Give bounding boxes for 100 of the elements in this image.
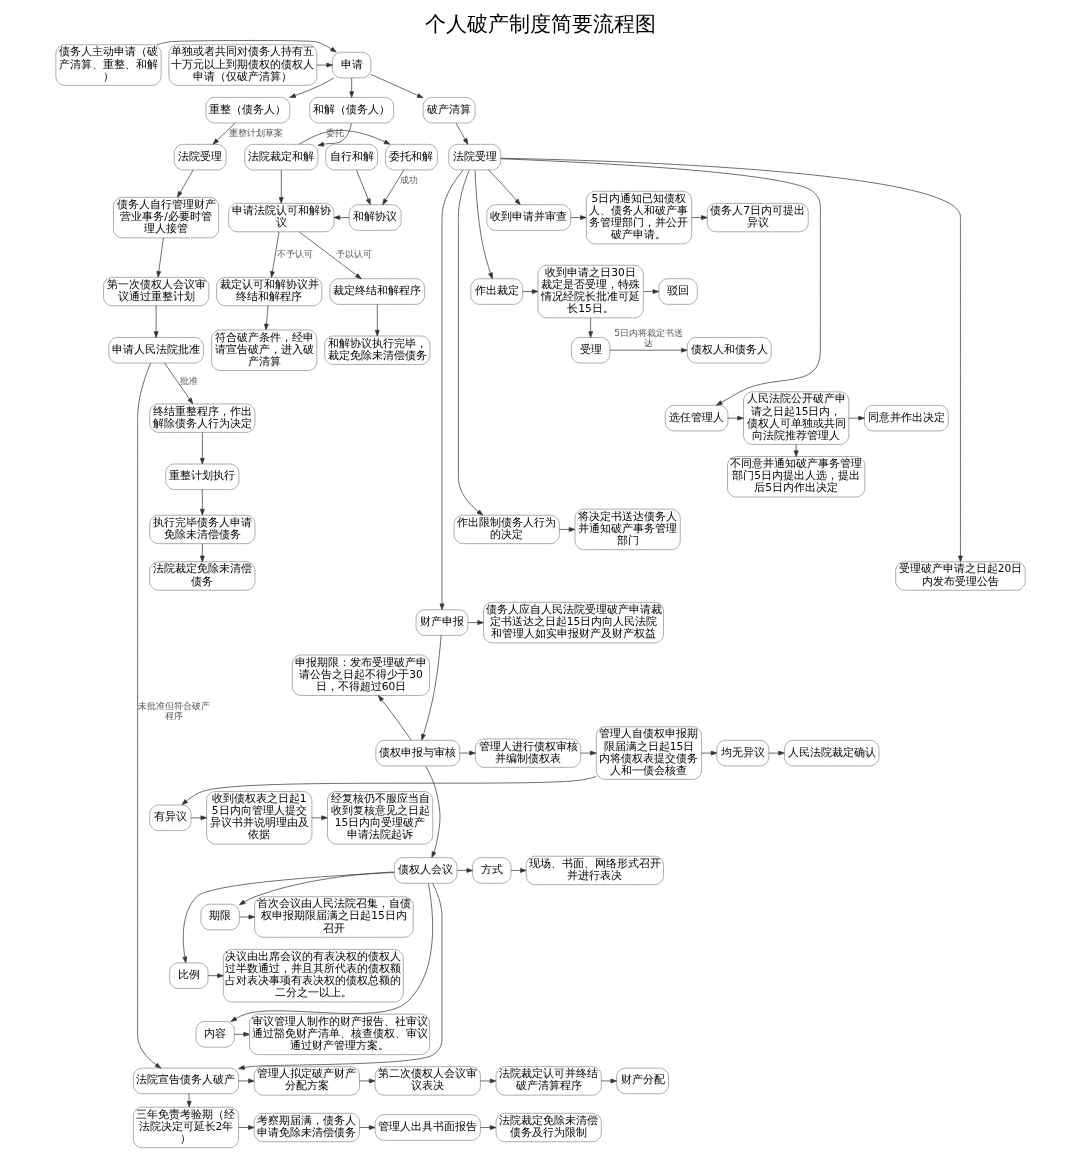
node-box: 债务人自行管理财产营业事务/必要时管理人接管 [112, 196, 219, 239]
node-box: 和解协议执行完毕，裁定免除未清偿债务 [323, 335, 430, 365]
arrow [186, 1093, 191, 1108]
arrow [374, 304, 380, 337]
arrow [690, 215, 707, 220]
node-box: 委托和解 [384, 143, 438, 171]
node-box: 第二次债权人会议审议表决 [374, 1066, 481, 1096]
arrow [355, 169, 371, 205]
arrow [609, 347, 687, 353]
node-box: 将决定书送达债务人并通知破产事务管理部门 [574, 508, 681, 551]
arrow [420, 635, 441, 741]
node-box: 首次会议由人民法院召集，自债权申报期限届满之日起15日内召开 [253, 896, 414, 938]
arrow [155, 237, 164, 278]
arrow [153, 305, 158, 338]
arrow [424, 765, 440, 858]
node-box: 终结重整程序，作出解除债务人行为决定 [148, 403, 255, 433]
node-box: 申请 [331, 51, 371, 79]
arrow [230, 882, 433, 1022]
arrow [458, 750, 476, 756]
node-box: 受理破产申请之日起20日内发布受理公告 [894, 561, 1025, 591]
node-box: 法院裁定和解 [243, 143, 318, 171]
edge-label: 不予认可 [276, 247, 313, 259]
node-box: 财产分配 [615, 1067, 669, 1095]
arrow [600, 1078, 617, 1084]
arrow [467, 620, 484, 625]
node-box: 自行和解 [324, 143, 378, 171]
node-box: 人民法院裁定确认 [783, 739, 879, 767]
node-box: 法院裁定认可并终结破产清算程序 [495, 1066, 602, 1096]
arrow [163, 362, 193, 405]
node-box: 决议由出席会议的有表决权的债权人过半数通过，并且其所代表的债权额占对表决事项有表决权的债权总额的二分之一以上。 [222, 949, 404, 1003]
node-box: 重整计划执行 [164, 463, 239, 490]
arrow [370, 74, 423, 99]
arrow [278, 169, 284, 204]
node-box: 管理人拟定破产财产分配方案 [253, 1066, 360, 1096]
node-box: 债权申报与审核 [375, 739, 460, 767]
node-box: 经复核仍不服应当自收到复核意见之日起15日内向受理破产申请法院起诉 [326, 791, 433, 845]
arrow [298, 130, 390, 145]
edge-label: 5日内将裁定书送达 [613, 326, 683, 348]
node-box: 债权人会议 [393, 857, 457, 884]
node-box: 管理人进行债权审核并编制债权表 [474, 738, 581, 768]
node-box: 5日内通知已知债权人、债务人和破产事务管理部门，并公开破产申请。 [585, 190, 692, 245]
arrow [237, 883, 442, 1070]
arrow [176, 169, 193, 198]
edge-label: 成功 [399, 174, 418, 186]
node-box: 重整（债务人） [205, 97, 290, 124]
arrow [455, 122, 468, 145]
node-box: 和解协议 [348, 204, 401, 231]
node-box: 人民法院公开破产申请之日起15日内，债权人可单独或共同向法院推荐管理人 [742, 391, 849, 445]
diagram-title: 个人破产制度简要流程图 [424, 11, 656, 37]
node-box: 裁定终结和解程序 [329, 278, 425, 305]
node-box: 法院受理 [173, 143, 227, 171]
arrow [199, 489, 205, 516]
node-box: 申请法院认可和解协议 [227, 203, 334, 233]
node-box: 三年免责考验期（经法院决定可延长2年） [132, 1106, 239, 1149]
node-box: 破产清算 [422, 97, 475, 124]
node-box: 期限 [200, 903, 240, 931]
arrow [358, 1078, 375, 1084]
arrow [727, 415, 744, 421]
node-box: 收到债权表之日起15日内向管理人提交异议书并说明理由及依据 [205, 791, 312, 845]
node-box: 考察期届满，债务人申请免除未清偿债务 [253, 1112, 360, 1143]
arrow [238, 871, 395, 906]
node-box: 执行完毕债务人申请免除未清偿债务 [148, 514, 255, 544]
arrow [521, 289, 538, 294]
arrow [500, 158, 821, 406]
node-box: 作出裁定 [469, 278, 523, 305]
node-box: 管理人出具书面报告 [374, 1114, 481, 1141]
node-box: 作出限制债务人行为的决定 [453, 514, 560, 544]
node-box: 申报期限：发布受理破产申请公告之日起不得少于30日，不得超过60日 [291, 654, 430, 696]
node-box: 法院受理 [447, 143, 501, 171]
node-box: 申请人民法院批准 [107, 337, 204, 364]
arrow [199, 543, 205, 563]
arrow [642, 289, 659, 294]
arrow [182, 872, 395, 964]
arrow [190, 815, 207, 821]
node-box: 单独或者共同对债务人持有五十万元以上到期债权的债权人申请（仅破产清算） [168, 44, 317, 86]
arrow [587, 317, 593, 338]
arrow [238, 914, 255, 920]
arrow [510, 868, 527, 873]
node-box: 债权人和债务人 [686, 337, 772, 364]
node-box: 有异议 [148, 804, 191, 831]
node-box: 审议管理人制作的财产报告、社审议通过豁免财产清单、核查债权、审议通过财产管理方案。 [248, 1013, 430, 1055]
edge-label: 重整计划草案 [228, 127, 283, 139]
node-box: 债务人应自人民法院受理破产申请裁定书送达之日起15日内向人民法院和管理人如实申报财产及财产权益 [482, 601, 664, 644]
arrow [212, 122, 235, 145]
arrow [311, 815, 328, 821]
node-box: 符合破产条件，经申请宣告破产，进入破产清算 [210, 329, 317, 371]
arrow [233, 1032, 250, 1037]
arrow [700, 750, 717, 756]
arrow [793, 444, 798, 457]
arrow [569, 215, 587, 220]
arrow [456, 868, 473, 873]
arrow [237, 1078, 254, 1084]
arrow [316, 62, 333, 68]
arrow [237, 1125, 254, 1130]
node-box: 同意并作出决定 [863, 404, 949, 432]
arrow [479, 1078, 496, 1084]
arrow [136, 362, 161, 1069]
node-box: 收到申请并审查 [485, 204, 571, 231]
node-box: 第一次债权人会议审议通过重整计划 [102, 276, 209, 307]
node-box: 财产申报 [415, 609, 468, 636]
